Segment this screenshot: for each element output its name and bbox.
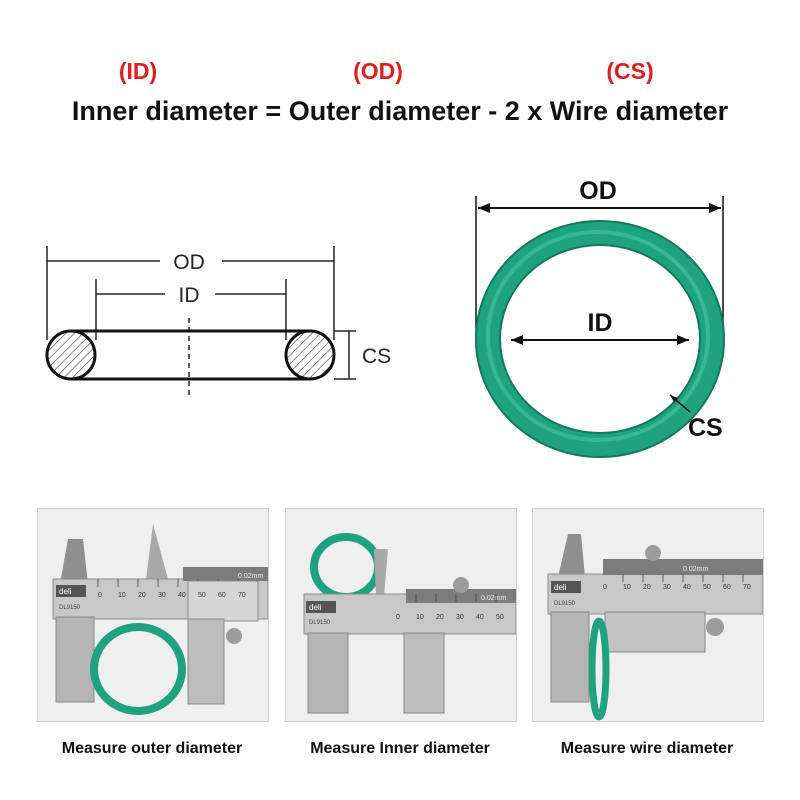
od-label: OD — [173, 251, 205, 274]
diameter-formula: Inner diameter = Outer diameter - 2 x Wi… — [71, 96, 729, 126]
cs-abbreviation: (CS) — [606, 58, 654, 84]
cs-label: CS — [362, 345, 391, 368]
svg-text:DL9150: DL9150 — [59, 605, 81, 611]
scale-number: 70 — [743, 584, 751, 591]
svg-text:0.02mm: 0.02mm — [683, 566, 708, 573]
ring-od-label: OD — [579, 177, 617, 205]
scale-number: 30 — [663, 584, 671, 591]
green-oring-highlight — [486, 230, 710, 442]
svg-text:DL9150: DL9150 — [309, 620, 331, 626]
svg-text:deli: deli — [59, 587, 72, 596]
svg-text:DL9150: DL9150 — [554, 601, 576, 607]
caption-wire-diameter: Measure wire diameter — [560, 740, 734, 757]
scale-number: 30 — [456, 614, 464, 621]
caliper-illustration: 0.02mm deli DL9150 0 10 20 30 40 50 60 70 — [38, 509, 268, 721]
svg-text:deli: deli — [554, 583, 567, 592]
scale-number: 50 — [496, 614, 504, 621]
right-section-circle — [284, 329, 336, 381]
scale-number: 10 — [623, 584, 631, 591]
scale-number: 60 — [723, 584, 731, 591]
id-label: ID — [179, 284, 200, 307]
scale-number: 30 — [158, 592, 166, 599]
scale-number: 60 — [218, 592, 226, 599]
scale-number: 20 — [643, 584, 651, 591]
ring-id-arrow-left — [511, 335, 523, 345]
svg-text:deli: deli — [309, 603, 322, 612]
svg-text:0.02mm: 0.02mm — [481, 595, 506, 602]
cross-section-diagram: OD ID CS — [45, 246, 391, 398]
scale-number: 10 — [416, 614, 424, 621]
scale-number: 40 — [178, 592, 186, 599]
scale-number: 0 — [98, 592, 102, 599]
scale-number: 40 — [683, 584, 691, 591]
ring-od-arrow-left — [478, 203, 490, 213]
green-oring-photo — [588, 617, 610, 721]
ring-cs-label: CS — [688, 414, 723, 442]
ring-view-diagram: OD ID CS — [475, 177, 725, 458]
left-section-circle — [45, 329, 97, 381]
photo-measure-outer: 0.02mm deli DL9150 0 10 20 30 40 50 60 70 — [37, 508, 269, 722]
scale-number: 70 — [238, 592, 246, 599]
oring-diagrams: OD ID CS OD ID CS — [45, 177, 725, 458]
photo-measure-wire: 0.02mm deli DL9150 0 10 20 30 40 50 60 70 — [532, 508, 764, 722]
caption-outer-diameter: Measure outer diameter — [61, 740, 243, 757]
scale-number: 0 — [603, 584, 607, 591]
scale-number: 20 — [138, 592, 146, 599]
scale-number: 40 — [476, 614, 484, 621]
svg-text:0.02mm: 0.02mm — [238, 573, 263, 580]
caliper-illustration: 0.02mm deli DL9150 0 10 20 30 40 50 60 70 — [533, 509, 763, 721]
green-oring-photo — [90, 623, 186, 715]
ring-id-label: ID — [588, 309, 613, 337]
caption-inner-diameter: Measure Inner diameter — [310, 740, 490, 757]
scale-number: 10 — [118, 592, 126, 599]
ring-od-arrow-right — [709, 203, 721, 213]
scale-number: 0 — [396, 614, 400, 621]
ring-cs-arrow — [670, 395, 678, 402]
scale-number: 50 — [198, 592, 206, 599]
od-abbreviation: (OD) — [353, 58, 403, 84]
scale-number: 50 — [703, 584, 711, 591]
ring-id-arrow-right — [677, 335, 689, 345]
id-abbreviation: (ID) — [118, 58, 158, 84]
scale-number: 20 — [436, 614, 444, 621]
